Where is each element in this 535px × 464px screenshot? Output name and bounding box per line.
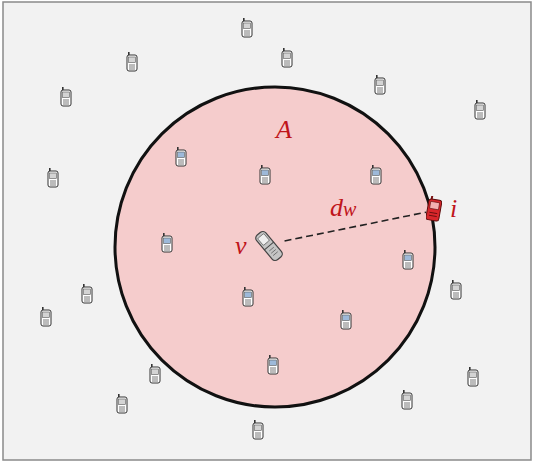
device-v: v xyxy=(235,228,285,264)
outside-phones xyxy=(41,18,485,439)
device-icon xyxy=(426,196,442,222)
node-label: v xyxy=(235,233,247,259)
distance-label: dw xyxy=(328,195,358,221)
device-icon xyxy=(253,228,285,264)
node-label: i xyxy=(450,196,457,222)
frame xyxy=(3,2,531,460)
node-label: A xyxy=(276,117,292,143)
device-i: i xyxy=(426,196,457,222)
